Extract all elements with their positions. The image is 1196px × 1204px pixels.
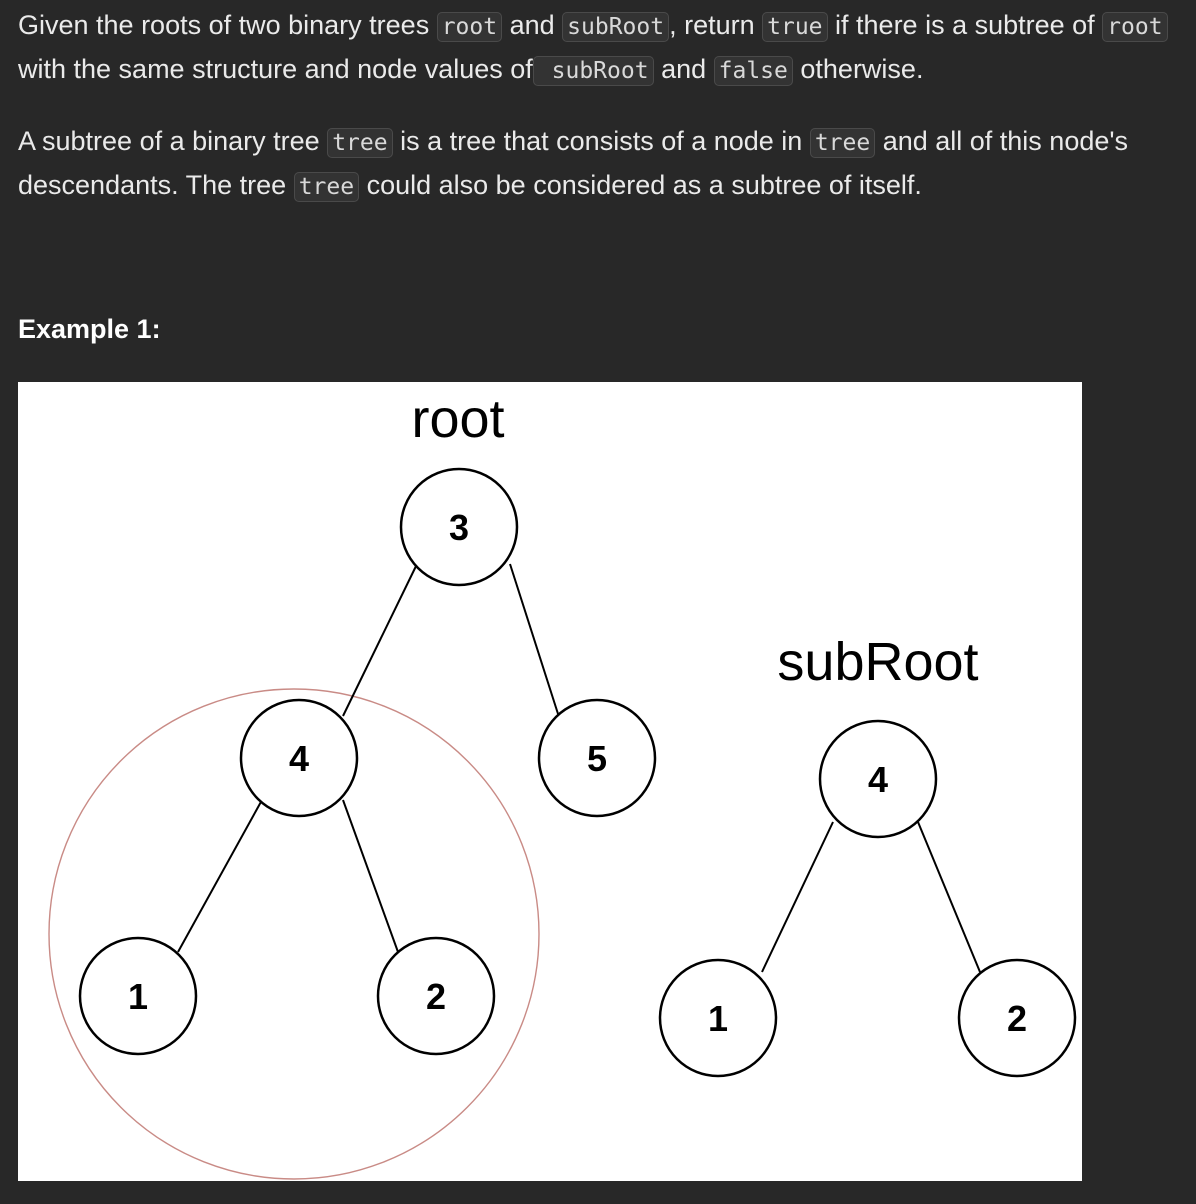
node-value: 2	[426, 976, 446, 1017]
text-segment: , return	[669, 10, 763, 40]
edge-4-1	[177, 799, 263, 953]
tree-diagram: root subRoot 3 4 5 1 2 4 1	[48, 389, 1077, 1180]
text-segment: and	[502, 10, 563, 40]
inline-code-tree: tree	[809, 128, 876, 158]
tree-node-5: 5	[537, 698, 657, 818]
edge-3-5	[509, 563, 560, 718]
tree-node-2: 2	[376, 936, 496, 1056]
inline-code-root: root	[436, 12, 503, 42]
node-value: 4	[289, 738, 309, 779]
node-value: 3	[449, 507, 469, 548]
tree-node-1: 1	[78, 936, 198, 1056]
text-segment: is a tree that consists of a node in	[392, 126, 810, 156]
example-figure: root subRoot 3 4 5 1 2 4 1	[18, 382, 1082, 1181]
text-segment: could also be considered as a subtree of…	[359, 170, 922, 200]
inline-code-tree: tree	[327, 128, 393, 158]
description-paragraph-1: Given the roots of two binary trees root…	[18, 4, 1190, 92]
subroot-tree-label: subRoot	[777, 632, 978, 692]
root-tree-label: root	[411, 389, 504, 449]
description-paragraph-2: A subtree of a binary tree tree is a tre…	[18, 120, 1190, 208]
text-segment: and all of this node's descendants. The …	[18, 126, 1129, 200]
tree-node-4: 4	[239, 698, 359, 818]
text-segment: Given the roots of two binary trees	[18, 10, 437, 40]
node-value: 4	[868, 759, 888, 800]
example-heading: Example 1:	[18, 314, 161, 344]
edge-3-4	[342, 561, 419, 717]
edge-sub-4-1	[761, 821, 834, 973]
inline-code-true: true	[762, 12, 828, 42]
inline-code-subroot: subRoot	[562, 12, 670, 42]
text-segment: otherwise.	[792, 54, 924, 84]
tree-node-3: 3	[399, 467, 519, 587]
node-value: 1	[708, 998, 728, 1039]
subroot-node-1: 1	[658, 958, 778, 1078]
text-segment: and	[653, 54, 714, 84]
edge-sub-4-2	[917, 821, 981, 973]
node-value: 2	[1007, 998, 1027, 1039]
inline-code-false: false	[713, 56, 793, 86]
edge-4-2	[342, 799, 399, 953]
inline-code-root: root	[1102, 12, 1168, 42]
text-segment: if there is a subtree of	[827, 10, 1103, 40]
node-value: 5	[587, 738, 607, 779]
inline-code-subroot: subRoot	[532, 56, 654, 86]
inline-code-tree: tree	[293, 172, 360, 202]
node-value: 1	[128, 976, 148, 1017]
text-segment: A subtree of a binary tree	[18, 126, 328, 156]
subroot-node-4: 4	[818, 719, 938, 839]
subroot-node-2: 2	[957, 958, 1077, 1078]
subtree-highlight-circle	[48, 688, 540, 1180]
text-segment: with the same structure and node values …	[18, 54, 533, 84]
